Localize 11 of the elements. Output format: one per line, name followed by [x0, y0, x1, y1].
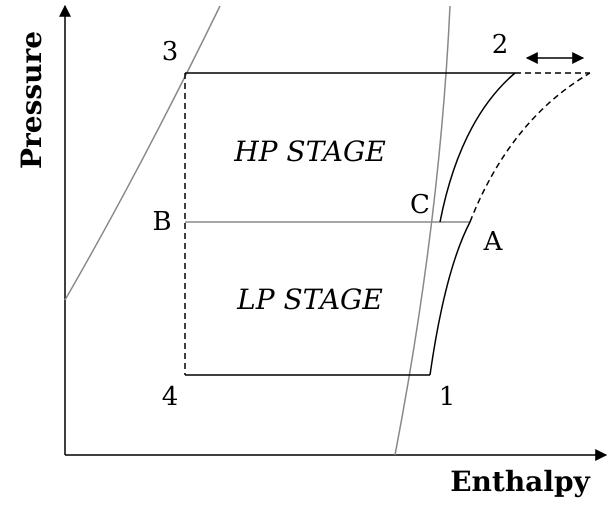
state-label: 3 [162, 39, 178, 65]
state-label: 2 [492, 32, 508, 58]
state-label: 4 [162, 384, 178, 410]
region-label: HP STAGE [234, 138, 386, 166]
region-label: LP STAGE [237, 286, 383, 314]
state-label: B [152, 209, 172, 235]
axis-title: Pressure [18, 30, 46, 170]
axis-title: Enthalpy [450, 468, 590, 496]
state-label: C [410, 192, 430, 218]
state-label: 1 [438, 384, 456, 410]
state-label: A [484, 229, 502, 255]
